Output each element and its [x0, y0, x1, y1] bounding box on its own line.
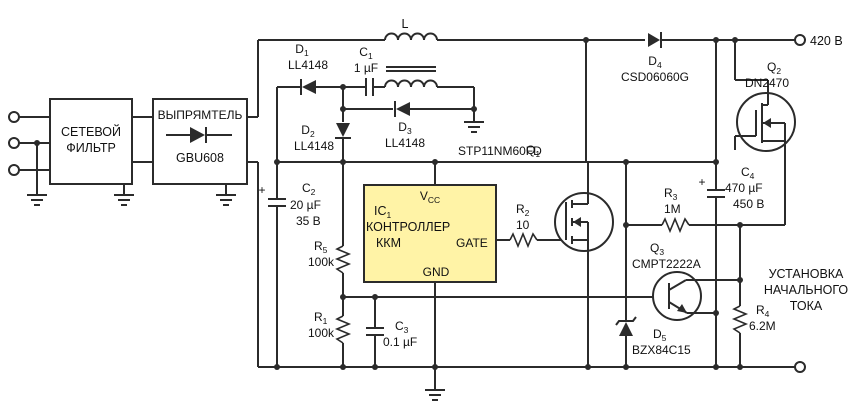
q2-part: DN2470: [745, 76, 789, 90]
annotation-line1: УСТАНОВКА: [769, 267, 844, 281]
resistor-r5: R5 100k: [308, 239, 352, 274]
c2-ref: C2: [302, 181, 316, 197]
d3-part: LL4148: [385, 136, 425, 150]
c4-ref: C4: [741, 165, 755, 181]
c3-value: 0.1 µF: [383, 335, 417, 349]
ground-icon: [216, 194, 236, 206]
mosfet-q2: Q2 DN2470: [734, 40, 796, 152]
r2-value: 10: [516, 218, 530, 232]
d2-part: LL4148: [294, 139, 334, 153]
d4-part: CSD06060G: [621, 70, 689, 84]
resistor-r3: R3 1M: [661, 186, 690, 234]
d5-part: BZX84C15: [632, 343, 691, 357]
capacitor-c3: C3 0.1 µF: [366, 319, 417, 349]
zener-diode-d5: D5 BZX84C15: [615, 316, 691, 357]
output-voltage-label: 420 В: [810, 34, 843, 48]
bjt-q3: Q3 CMPT2222A: [632, 241, 740, 321]
rectifier-diode-icon: [166, 127, 232, 143]
mosfet-q1: Q1 STP11NM60FD: [458, 143, 614, 252]
inductor-l-ref: L: [402, 17, 409, 31]
c4-polarity: +: [698, 175, 705, 189]
ground-icon: [114, 194, 134, 206]
ground-icon: [425, 389, 445, 401]
c3-ref: C3: [395, 319, 409, 335]
ic1-vcc-pin: VCC: [420, 189, 440, 205]
ic1-gate-pin: GATE: [456, 236, 488, 250]
c4-voltage: 450 В: [733, 197, 764, 211]
initial-current-annotation: УСТАНОВКА НАЧАЛЬНОГО ТОКА: [764, 267, 849, 313]
d1-part: LL4148: [288, 58, 328, 72]
capacitor-c2: + C2 20 µF 35 В: [258, 180, 321, 228]
rectifier-title: ВЫПРЯМТЕЛЬ: [158, 108, 243, 122]
annotation-line3: ТОКА: [790, 299, 823, 313]
resistor-r4: R4 6.2M: [731, 303, 776, 334]
r2-ref: R2: [516, 202, 530, 218]
ic1-line2: ККМ: [376, 236, 401, 250]
inductor-l: L: [384, 17, 438, 41]
c1-value: 1 µF: [354, 61, 378, 75]
output-terminal-positive: [794, 34, 806, 46]
d1-ref: D1: [295, 42, 309, 58]
r4-ref: R4: [756, 303, 770, 319]
q2-ref: Q2: [767, 60, 781, 76]
output-terminal-negative: [794, 361, 806, 373]
r5-value: 100k: [308, 255, 335, 269]
ac-input-terminals: [8, 111, 50, 206]
d2-ref: D2: [301, 123, 315, 139]
rectifier-block: ВЫПРЯМТЕЛЬ GBU608: [152, 98, 248, 185]
d4-ref: D4: [648, 54, 662, 70]
mains-filter-label-line1: СЕТЕВОЙ: [61, 124, 121, 139]
resistor-r2: R2 10: [509, 202, 538, 249]
resistor-r1: R1 100k: [308, 310, 352, 344]
ground-icon: [27, 194, 47, 206]
d3-ref: D3: [398, 120, 412, 136]
ground-icon: [464, 121, 484, 133]
pfc-controller-ic1: VCC IC1 КОНТРОЛЛЕР ККМ GATE GND: [363, 184, 497, 283]
c1-ref: C1: [359, 45, 373, 61]
c4-value: 470 µF: [725, 181, 763, 195]
r1-value: 100k: [308, 326, 335, 340]
d5-ref: D5: [653, 327, 667, 343]
c2-value: 20 µF: [290, 198, 321, 212]
r4-value: 6.2M: [749, 319, 776, 333]
q3-ref: Q3: [650, 241, 664, 257]
q1-ref: Q1: [526, 143, 540, 159]
ic1-ref: IC1: [374, 204, 392, 220]
c2-voltage: 35 В: [296, 214, 321, 228]
r1-ref: R1: [314, 310, 328, 326]
r3-ref: R3: [664, 186, 678, 202]
mains-filter-block: СЕТЕВОЙ ФИЛЬТР: [49, 98, 133, 185]
r3-value: 1M: [664, 202, 681, 216]
q1-part: STP11NM60FD: [458, 144, 542, 158]
ic1-line1: КОНТРОЛЛЕР: [366, 220, 450, 234]
capacitor-c4: + C4 470 µF 450 В: [698, 40, 764, 211]
inductor-l-secondary-winding: [384, 66, 438, 88]
r5-ref: R5: [314, 239, 328, 255]
ic1-gnd-pin: GND: [423, 265, 450, 279]
rectifier-part: GBU608: [176, 151, 224, 165]
capacitor-c1: C1 1 µF: [354, 45, 378, 96]
diode-d1: D1 LL4148: [288, 42, 328, 95]
annotation-line2: НАЧАЛЬНОГО: [764, 283, 849, 297]
q3-part: CMPT2222A: [632, 257, 701, 271]
mains-filter-label-line2: ФИЛЬТР: [66, 141, 116, 155]
c2-polarity: +: [258, 183, 265, 197]
diode-d3: D3 LL4148: [385, 101, 425, 150]
